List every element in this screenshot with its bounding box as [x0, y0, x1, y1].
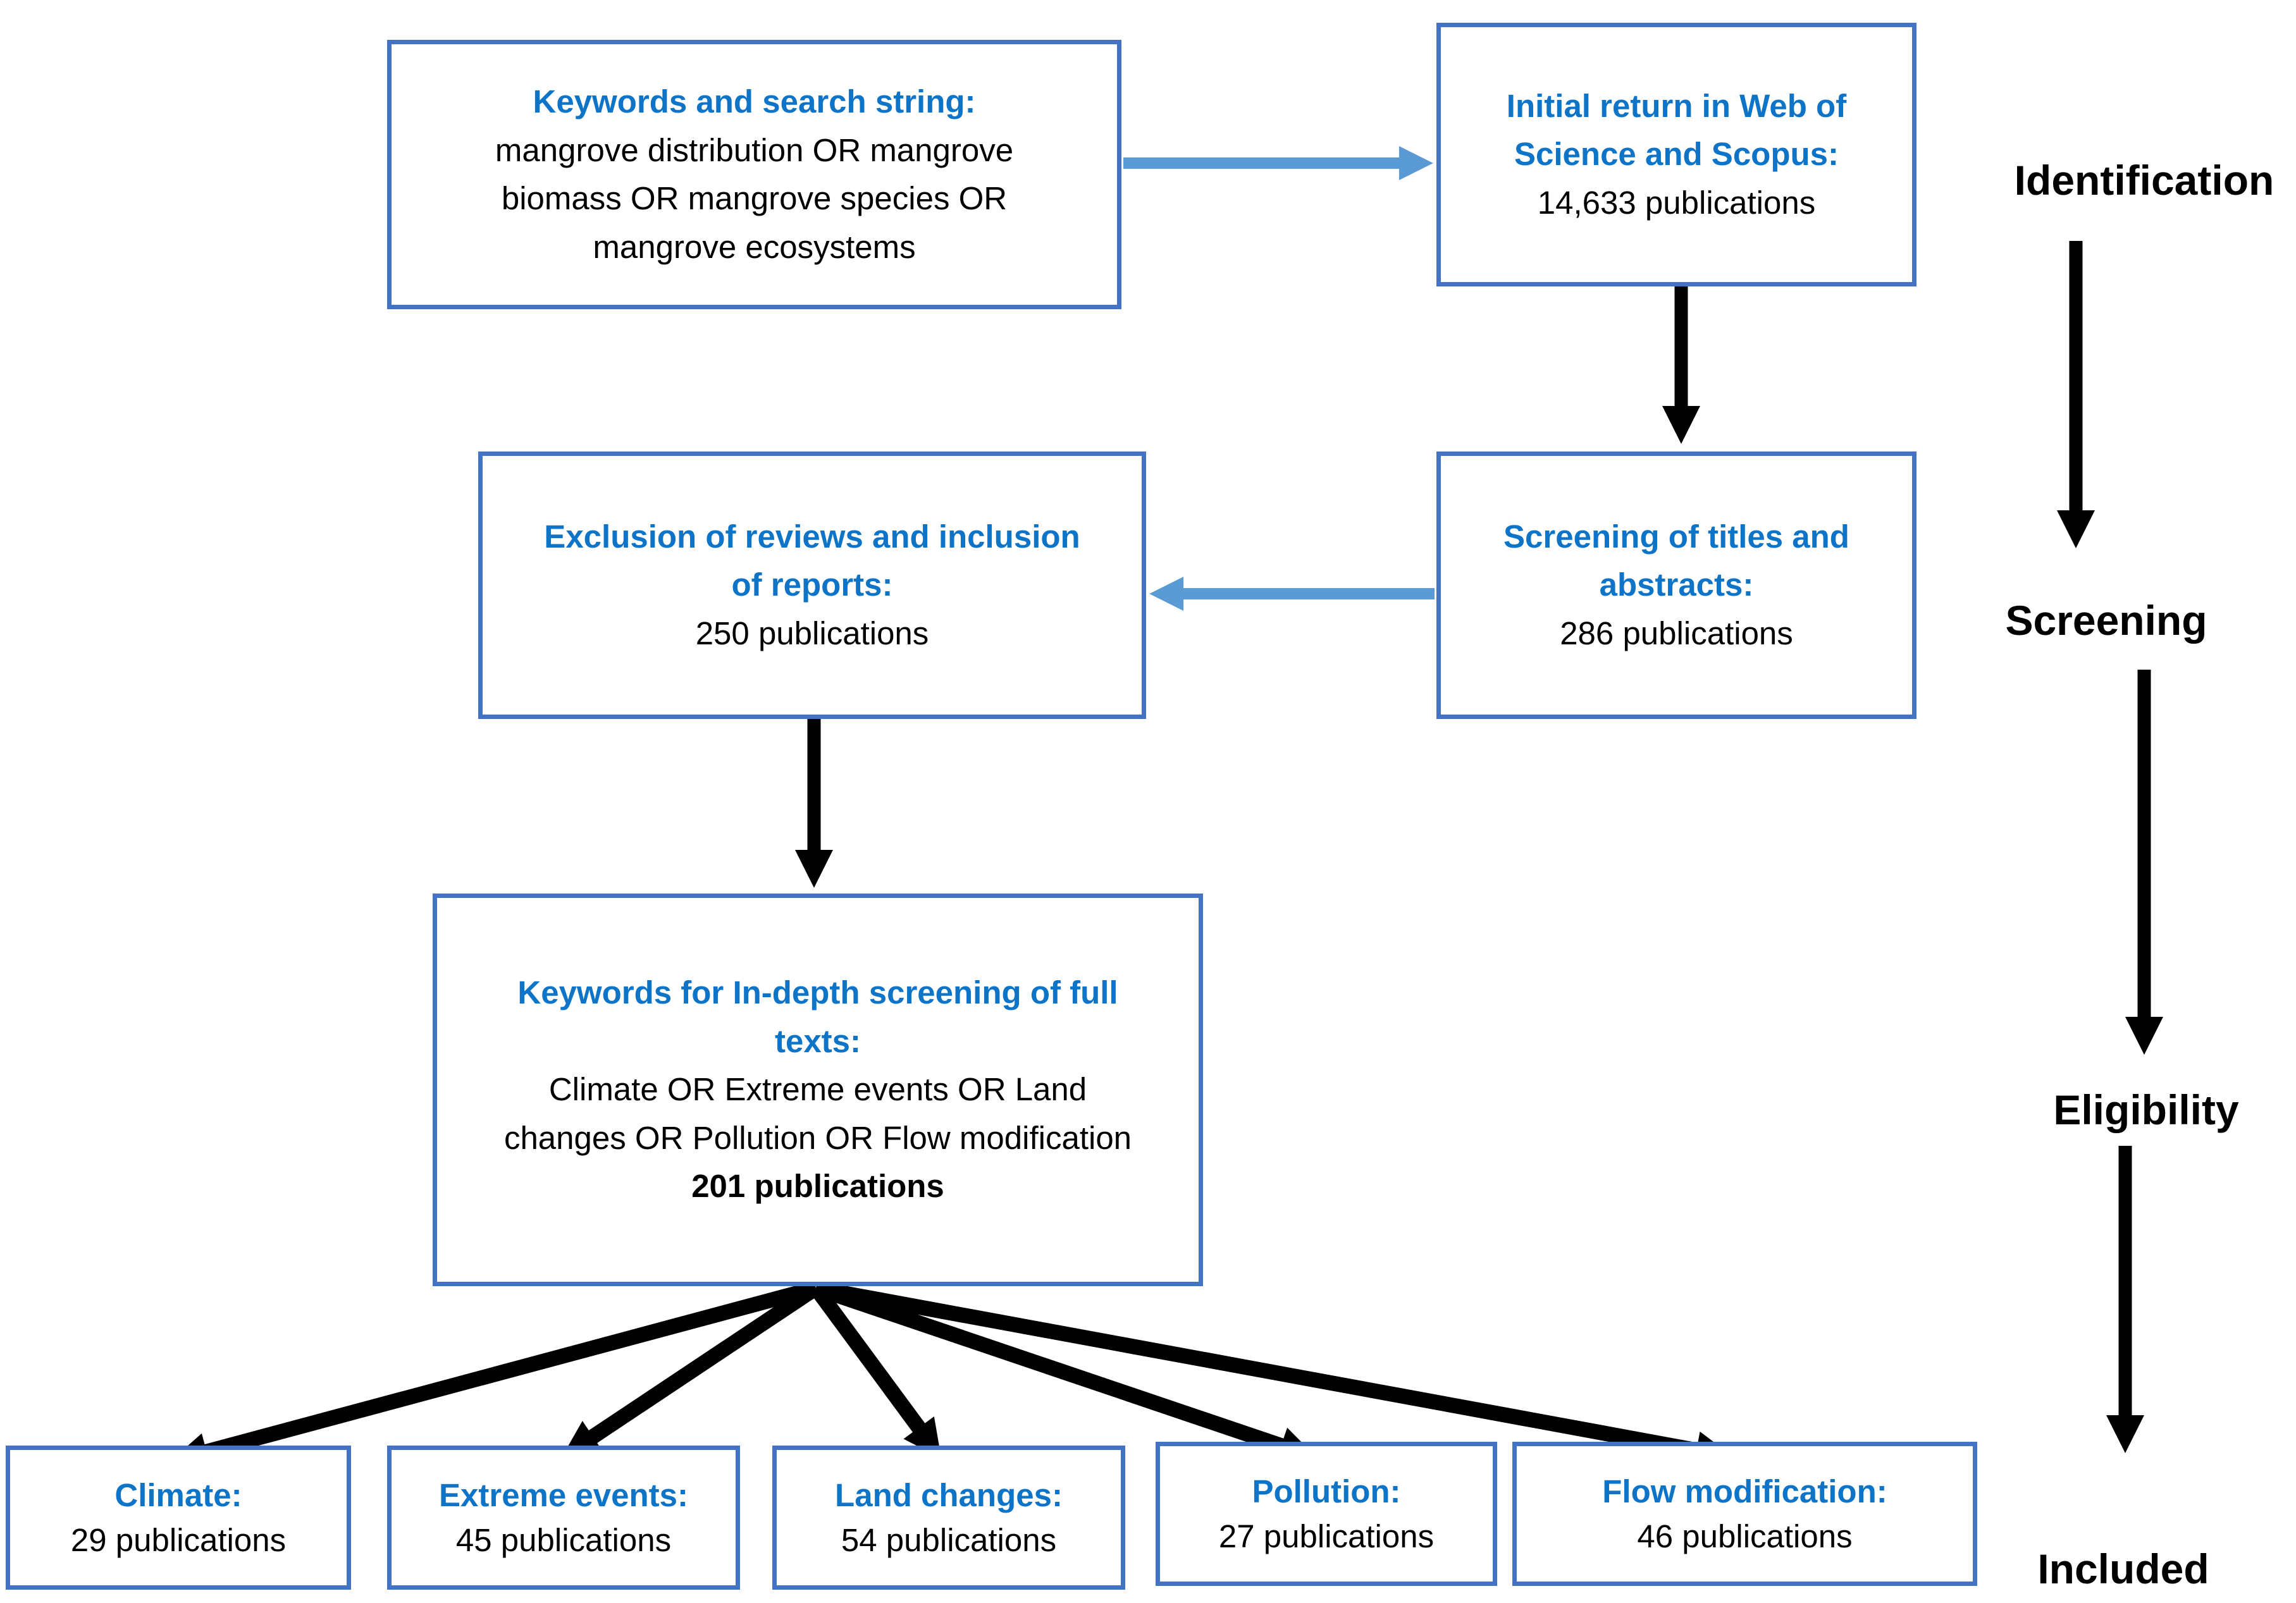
box-outcome-flow-modification: Flow modification: 46 publications	[1512, 1442, 1977, 1586]
stage-label-included: Included	[2037, 1545, 2209, 1592]
box-initial-return: Initial return in Web of Science and Sco…	[1436, 23, 1916, 286]
box-screening-title: Screening of titles and abstracts:	[1503, 518, 1849, 603]
box-outcome-land-changes: Land changes: 54 publications	[772, 1446, 1125, 1590]
outcome-land-changes-title: Land changes:	[835, 1477, 1063, 1513]
box-keywords-search-string: Keywords and search string: mangrove dis…	[387, 40, 1121, 309]
outcome-climate-title: Climate:	[114, 1477, 242, 1513]
outcome-climate-count: 29 publications	[70, 1522, 287, 1558]
box-keywords-body: mangrove distribution OR mangrove biomas…	[495, 132, 1014, 265]
outcome-flow-modification-count: 46 publications	[1637, 1518, 1853, 1554]
box-initial-return-body: 14,633 publications	[1537, 184, 1816, 221]
outcome-pollution-title: Pollution:	[1252, 1473, 1401, 1509]
stage-label-eligibility: Eligibility	[2053, 1086, 2239, 1133]
box-exclusion-body: 250 publications	[695, 615, 929, 651]
box-outcome-extreme-events: Extreme events: 45 publications	[387, 1446, 740, 1590]
box-exclusion-title: Exclusion of reviews and inclusion of re…	[544, 518, 1080, 603]
outcome-land-changes-count: 54 publications	[841, 1522, 1057, 1558]
outcome-extreme-events-title: Extreme events:	[438, 1477, 689, 1513]
outcome-extreme-events-count: 45 publications	[455, 1522, 672, 1558]
box-outcome-pollution: Pollution: 27 publications	[1156, 1442, 1497, 1586]
arrow-indepth-to-extreme-events	[561, 1282, 820, 1458]
stage-label-screening: Screening	[2005, 597, 2207, 644]
box-exclusion-reviews: Exclusion of reviews and inclusion of re…	[478, 451, 1146, 719]
box-indepth-title: Keywords for In-depth screening of full …	[517, 974, 1118, 1059]
box-indepth-body: Climate OR Extreme events OR Land change…	[503, 1071, 1132, 1156]
box-indepth-count: 201 publications	[691, 1168, 944, 1205]
box-outcome-climate: Climate: 29 publications	[6, 1446, 351, 1590]
box-screening-titles-abstracts: Screening of titles and abstracts: 286 p…	[1436, 451, 1916, 719]
arrow-indepth-to-pollution	[813, 1281, 1318, 1464]
outcome-flow-modification-title: Flow modification:	[1602, 1473, 1887, 1509]
arrow-indepth-to-climate	[170, 1281, 818, 1470]
outcome-pollution-count: 27 publications	[1218, 1518, 1435, 1554]
arrow-indepth-to-land-changes	[810, 1283, 942, 1459]
box-keywords-title: Keywords and search string:	[533, 83, 976, 120]
box-indepth-screening: Keywords for In-depth screening of full …	[433, 894, 1203, 1286]
box-screening-body: 286 publications	[1560, 615, 1793, 651]
box-initial-return-title: Initial return in Web of Science and Sco…	[1506, 87, 1847, 173]
stage-label-identification: Identification	[2014, 157, 2274, 204]
arrow-indepth-to-flow-modification	[814, 1281, 1734, 1469]
